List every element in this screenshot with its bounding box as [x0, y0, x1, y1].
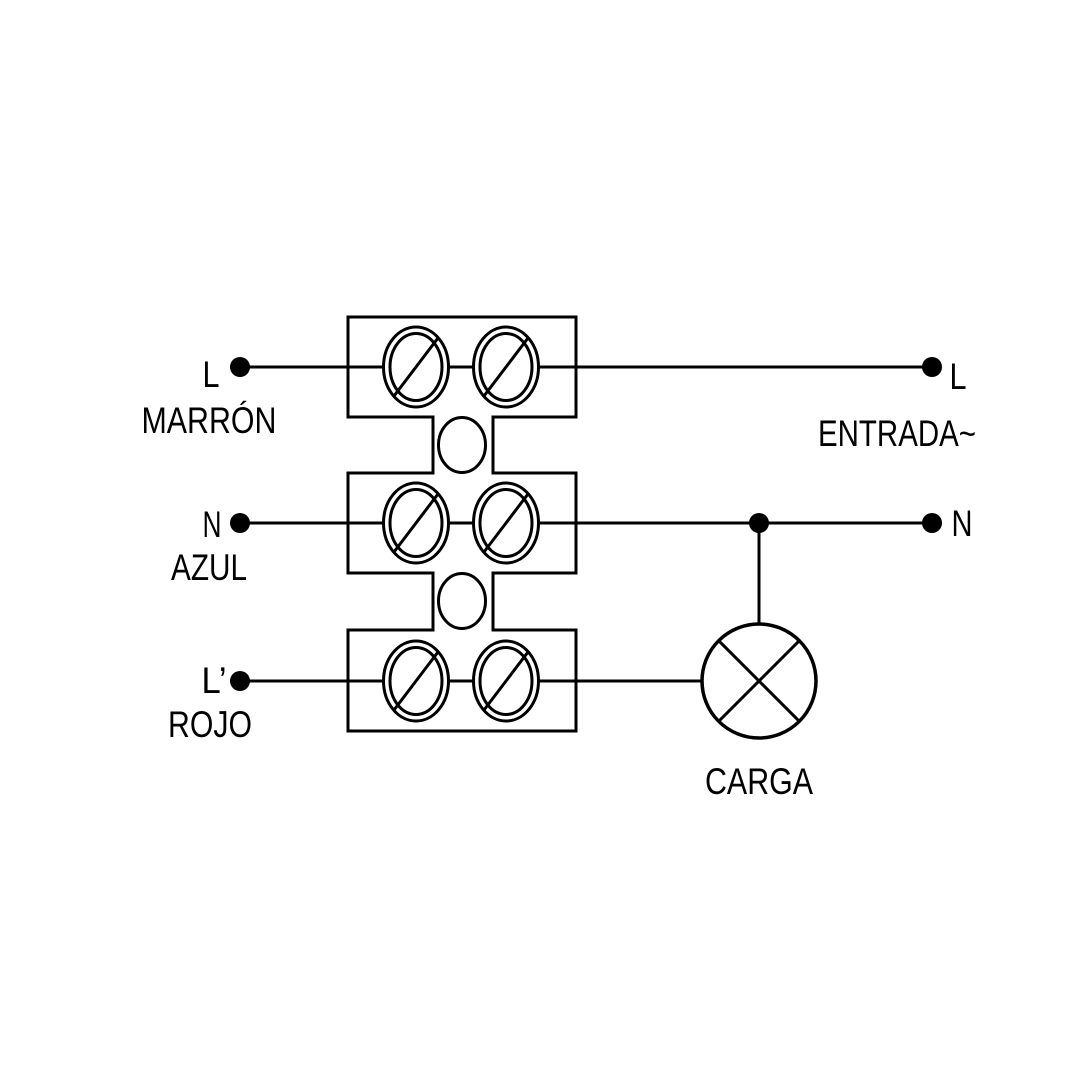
- connection-dot-l-right: [922, 357, 942, 377]
- label-azul: AZUL: [171, 547, 247, 588]
- junction-dot: [749, 513, 769, 533]
- connection-dot-n-left: [230, 513, 250, 533]
- label-lprime-left: L’: [202, 660, 227, 701]
- label-n-right: N: [952, 503, 973, 544]
- label-rojo: ROJO: [168, 704, 252, 745]
- connection-dot-n-right: [922, 513, 942, 533]
- label-carga: CARGA: [705, 761, 813, 802]
- screw-terminal-icon: [472, 325, 540, 409]
- label-l-right: L: [950, 356, 967, 397]
- label-marron: MARRÓN: [142, 400, 277, 441]
- load-lamp-icon: [700, 622, 818, 740]
- screw-terminal-icon: [382, 481, 450, 565]
- screw-terminal-icon: [382, 325, 450, 409]
- screw-terminal-icon: [472, 639, 540, 723]
- label-n-left: N: [203, 504, 222, 545]
- connection-dot-lprime-left: [230, 671, 250, 691]
- connection-dot-l-left: [230, 357, 250, 377]
- screw-terminal-icon: [472, 481, 540, 565]
- label-entrada: ENTRADA~: [818, 413, 976, 454]
- screw-terminal-icon: [382, 639, 450, 723]
- label-l-left: L: [203, 354, 220, 395]
